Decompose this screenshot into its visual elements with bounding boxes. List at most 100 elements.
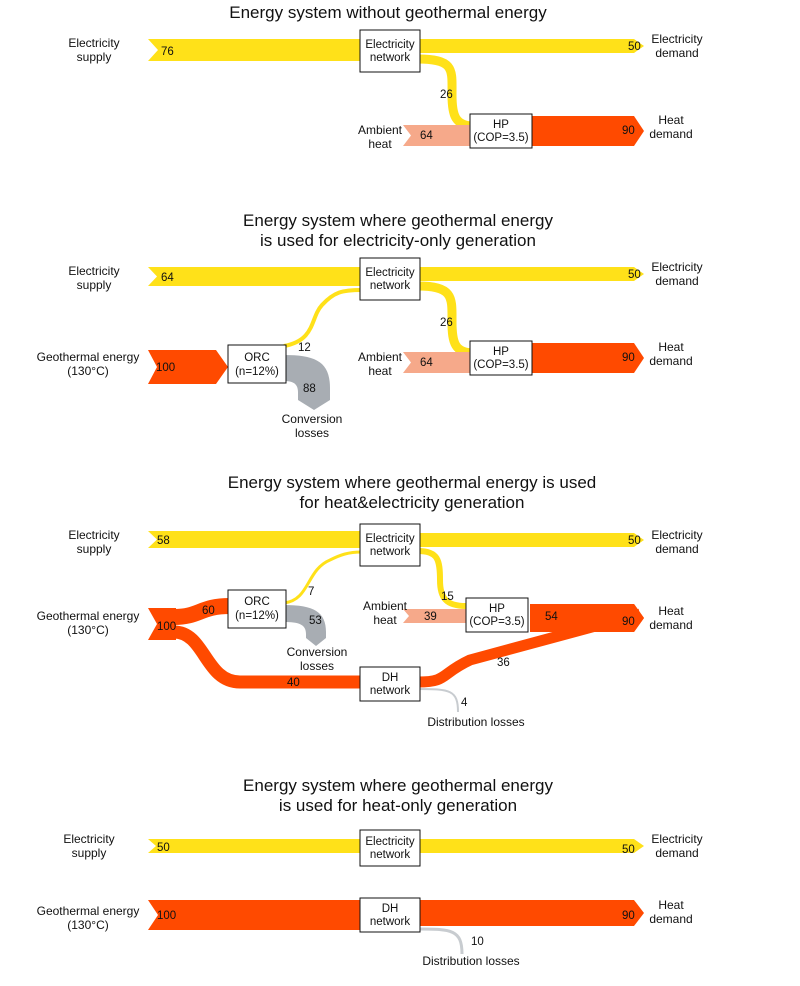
svg-text:Ambient: Ambient <box>358 350 403 364</box>
label-geothermal: Geothermal energy (130°C) <box>37 609 140 637</box>
label-geothermal: Geothermal energy (130°C) <box>37 350 140 378</box>
svg-text:heat: heat <box>373 613 397 627</box>
value-to-hp: 15 <box>441 591 454 603</box>
panel-3-title-line-1: Energy system where geothermal energy is… <box>228 473 597 492</box>
value-electricity-demand: 50 <box>628 269 641 281</box>
panel-heat-only: Energy system where geothermal energy is… <box>37 776 703 968</box>
value-heat-demand: 90 <box>622 910 635 922</box>
svg-text:Electricity: Electricity <box>365 39 414 51</box>
svg-text:Heat: Heat <box>658 604 684 618</box>
node-dh: DH network <box>359 666 421 702</box>
label-electricity-supply: Electricity supply <box>68 36 119 64</box>
panel-1-title: Energy system without geothermal energy <box>229 3 547 22</box>
svg-text:demand: demand <box>655 542 698 556</box>
value-geothermal: 100 <box>157 910 176 922</box>
value-geothermal: 100 <box>157 621 176 633</box>
label-electricity-demand: Electricity demand <box>651 260 702 288</box>
flow-distribution-losses <box>417 688 459 713</box>
label-heat-demand: Heat demand <box>649 604 692 632</box>
svg-text:network: network <box>370 849 411 861</box>
svg-text:demand: demand <box>649 912 692 926</box>
svg-text:Conversion: Conversion <box>287 645 348 659</box>
flow-network-to-hp <box>417 281 475 358</box>
flow-distribution-losses <box>417 927 464 955</box>
flow-ambient-heat <box>403 352 470 373</box>
value-heat-demand: 90 <box>622 352 635 364</box>
value-geothermal: 100 <box>156 362 175 374</box>
value-ambient-heat: 39 <box>424 611 437 623</box>
svg-text:(COP=3.5): (COP=3.5) <box>473 132 528 144</box>
svg-text:demand: demand <box>655 46 698 60</box>
flow-ambient-heat <box>403 125 470 146</box>
svg-text:supply: supply <box>72 846 107 860</box>
value-electricity-demand: 50 <box>622 844 635 856</box>
value-to-orc: 60 <box>202 605 215 617</box>
value-electricity-supply: 76 <box>161 46 174 58</box>
svg-text:Electricity: Electricity <box>365 836 414 848</box>
label-conversion-losses: Conversion losses <box>287 645 348 673</box>
value-to-hp: 26 <box>440 317 453 329</box>
node-electricity-network: Electricity network <box>359 829 421 867</box>
label-electricity-demand: Electricity demand <box>651 832 702 860</box>
svg-text:Electricity: Electricity <box>651 260 702 274</box>
svg-text:Geothermal energy: Geothermal energy <box>37 609 140 623</box>
flow-geothermal <box>148 350 228 384</box>
svg-text:DH: DH <box>382 903 399 915</box>
value-hp-heat: 54 <box>545 611 558 623</box>
label-heat-demand: Heat demand <box>649 340 692 368</box>
value-distribution-losses: 4 <box>461 697 468 709</box>
node-electricity-network: Electricity network <box>359 29 421 73</box>
svg-text:network: network <box>370 52 411 64</box>
svg-text:HP: HP <box>489 603 505 615</box>
svg-text:Electricity: Electricity <box>365 267 414 279</box>
svg-text:Electricity: Electricity <box>651 832 702 846</box>
label-heat-demand: Heat demand <box>649 113 692 141</box>
flow-heat-demand <box>530 116 644 146</box>
svg-text:Electricity: Electricity <box>68 264 119 278</box>
svg-text:heat: heat <box>368 364 392 378</box>
svg-text:supply: supply <box>77 50 112 64</box>
svg-text:(130°C): (130°C) <box>67 918 108 932</box>
value-conversion-losses: 88 <box>303 383 316 395</box>
label-geothermal: Geothermal energy (130°C) <box>37 904 140 932</box>
label-electricity-demand: Electricity demand <box>651 32 702 60</box>
svg-text:(n=12%): (n=12%) <box>235 610 279 622</box>
node-orc: ORC (n=12%) <box>227 589 287 629</box>
flow-electricity-demand <box>418 839 644 853</box>
svg-text:Conversion: Conversion <box>282 412 343 426</box>
value-electricity-supply: 58 <box>157 535 170 547</box>
value-to-hp: 26 <box>440 89 453 101</box>
label-distribution-losses: Distribution losses <box>427 715 524 729</box>
value-heat-demand: 90 <box>622 616 635 628</box>
flow-orc-electricity <box>283 550 363 605</box>
node-dh: DH network <box>359 897 421 933</box>
value-distribution-losses: 10 <box>471 936 484 948</box>
svg-text:Heat: Heat <box>658 898 684 912</box>
svg-text:Electricity: Electricity <box>651 32 702 46</box>
node-hp: HP (COP=3.5) <box>465 597 529 633</box>
svg-text:demand: demand <box>649 127 692 141</box>
value-conversion-losses: 53 <box>309 615 322 627</box>
svg-text:demand: demand <box>655 846 698 860</box>
svg-text:supply: supply <box>77 278 112 292</box>
flow-heat-demand <box>530 343 644 373</box>
svg-text:Electricity: Electricity <box>68 528 119 542</box>
svg-text:Ambient: Ambient <box>358 123 403 137</box>
label-heat-demand: Heat demand <box>649 898 692 926</box>
svg-text:losses: losses <box>300 659 334 673</box>
svg-text:DH: DH <box>382 672 399 684</box>
flow-ambient-heat <box>403 609 470 623</box>
svg-text:HP: HP <box>493 346 509 358</box>
value-orc-electricity: 7 <box>308 586 314 598</box>
svg-text:Geothermal energy: Geothermal energy <box>37 904 140 918</box>
value-ambient-heat: 64 <box>420 357 433 369</box>
flow-conversion-losses-band <box>284 605 326 646</box>
panel-2-title-line-1: Energy system where geothermal energy <box>243 211 553 230</box>
value-heat-demand: 90 <box>622 125 635 137</box>
svg-text:Electricity: Electricity <box>68 36 119 50</box>
svg-text:network: network <box>370 685 411 697</box>
svg-text:network: network <box>370 916 411 928</box>
flow-network-to-hp <box>417 548 467 609</box>
node-hp: HP (COP=3.5) <box>469 340 533 376</box>
